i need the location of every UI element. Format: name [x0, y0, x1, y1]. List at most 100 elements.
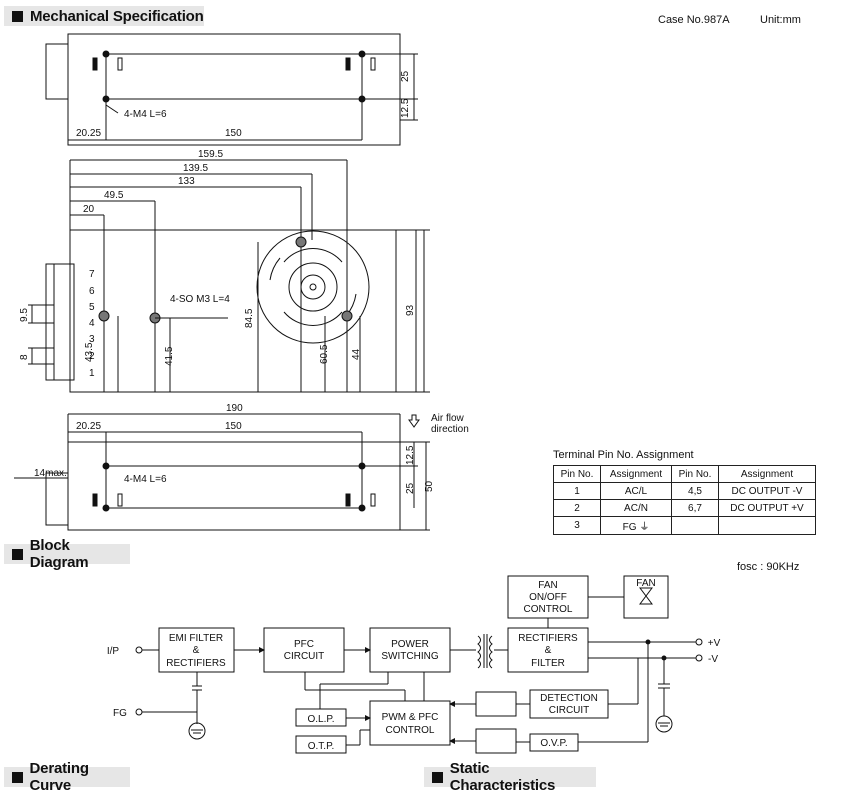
table-header: Pin No.	[553, 465, 601, 483]
dim-label: 150	[225, 421, 242, 432]
fan-outline	[256, 230, 370, 344]
bottom-view-tab	[45, 472, 69, 526]
slot	[370, 57, 376, 71]
table-header: Assignment	[718, 465, 816, 483]
hole-label: 4-M4 L=6	[124, 474, 167, 485]
terminal-label: 5	[89, 302, 95, 313]
case-number: Case No.987A	[658, 14, 730, 26]
block-text: POWER	[391, 639, 429, 650]
block-text: &	[193, 645, 200, 656]
dim-label: 20.25	[76, 421, 101, 432]
dim-label: 139.5	[183, 163, 208, 174]
airflow-label: Air flow	[431, 413, 465, 424]
table-cell: AC/L	[600, 482, 672, 500]
section-title: Mechanical Specification	[30, 7, 204, 25]
block-text: ON/OFF	[529, 592, 567, 603]
fosc-label: fosc : 90KHz	[737, 561, 800, 573]
side-view	[28, 159, 430, 393]
table-cell	[671, 516, 719, 535]
hole-label: 4-SO M3 L=4	[170, 294, 230, 305]
table-cell: AC/N	[600, 499, 672, 517]
ip-label: I/P	[107, 646, 120, 657]
ground-icon	[188, 722, 206, 740]
terminal-block	[45, 263, 75, 381]
optocoupler-icon	[475, 728, 517, 754]
block-text: RECTIFIERS	[166, 658, 226, 669]
block-text: FAN	[538, 580, 557, 591]
mount-hole	[102, 95, 110, 103]
top-view-tab	[45, 43, 69, 100]
side-view-outline	[69, 229, 417, 393]
section-header-block: Block Diagram	[4, 537, 130, 571]
fan-screw	[341, 310, 353, 322]
block-text: FILTER	[531, 658, 565, 669]
dim-label: 133	[178, 176, 195, 187]
dim-label: 9.5	[19, 308, 30, 322]
pin-assignment-table: Pin No. Assignment Pin No. Assignment 1 …	[553, 465, 816, 535]
table-cell	[718, 516, 816, 535]
dim-label: 84.5	[244, 308, 255, 328]
pwm-control-block	[369, 700, 451, 746]
fan-screw	[295, 236, 307, 248]
power-switching-block	[369, 627, 451, 673]
block-text: O.L.P.	[307, 714, 334, 725]
airflow-arrow-icon	[408, 414, 420, 428]
terminal-label: 4	[89, 318, 95, 329]
fg-label: FG	[113, 708, 127, 719]
airflow-label: direction	[431, 424, 469, 435]
bottom-view-outline	[67, 441, 401, 531]
mount-hole	[358, 504, 366, 512]
dim-label: 20.25	[76, 128, 101, 139]
block-text: SWITCHING	[381, 651, 438, 662]
block-diagram	[135, 575, 703, 754]
mount-hole	[102, 50, 110, 58]
block-text: O.T.P.	[308, 741, 335, 752]
dim-label: 43.5	[84, 342, 95, 362]
terminal-label: 1	[89, 368, 95, 379]
slot	[117, 57, 123, 71]
table-cell: 2	[553, 499, 601, 517]
dim-label: 44	[351, 348, 362, 360]
table-header: Pin No.	[671, 465, 719, 483]
top-view	[45, 33, 418, 146]
bottom-view	[14, 413, 430, 531]
so-hole	[98, 310, 110, 322]
table-cell: FG ⏚	[600, 516, 672, 535]
block-text: EMI FILTER	[169, 633, 223, 644]
dim-label: 190	[226, 403, 243, 414]
block-text: FAN	[636, 578, 655, 589]
pin-table-title: Terminal Pin No. Assignment	[553, 449, 694, 461]
dim-label: 20	[83, 204, 95, 215]
slot	[345, 57, 351, 71]
block-text: PWM & PFC	[382, 712, 439, 723]
dim-label: 12.5	[400, 98, 411, 118]
section-header-derating: Derating Curve	[4, 760, 130, 794]
terminal-label: 7	[89, 269, 95, 280]
ground-icon: ⏚	[639, 522, 650, 533]
bullet-square-icon	[12, 10, 23, 22]
slot	[92, 57, 98, 71]
table-header: Assignment	[600, 465, 672, 483]
section-header-mechanical: Mechanical Specification	[4, 6, 204, 26]
block-text: CONTROL	[386, 725, 435, 736]
section-title: Block Diagram	[29, 537, 89, 571]
block-text: CIRCUIT	[284, 651, 325, 662]
pfc-circuit-block	[263, 627, 345, 673]
dim-label: 49.5	[104, 190, 124, 201]
block-text: RECTIFIERS	[518, 633, 578, 644]
unit-label: Unit:mm	[760, 14, 801, 26]
table-header-row: Pin No. Assignment Pin No. Assignment	[553, 465, 816, 483]
block-text: CONTROL	[524, 604, 573, 615]
bullet-square-icon	[12, 771, 23, 783]
transformer-icon	[477, 635, 481, 669]
table-cell: 4,5	[671, 482, 719, 500]
table-cell: DC OUTPUT +V	[718, 499, 816, 517]
dim-label: 159.5	[198, 149, 223, 160]
dim-label: 41.5	[164, 346, 175, 366]
dim-label: 150	[225, 128, 242, 139]
output-label: -V	[708, 654, 718, 665]
table-cell: 6,7	[671, 499, 719, 517]
section-title: Static Characteristics	[449, 760, 556, 794]
block-text: PFC	[294, 639, 314, 650]
